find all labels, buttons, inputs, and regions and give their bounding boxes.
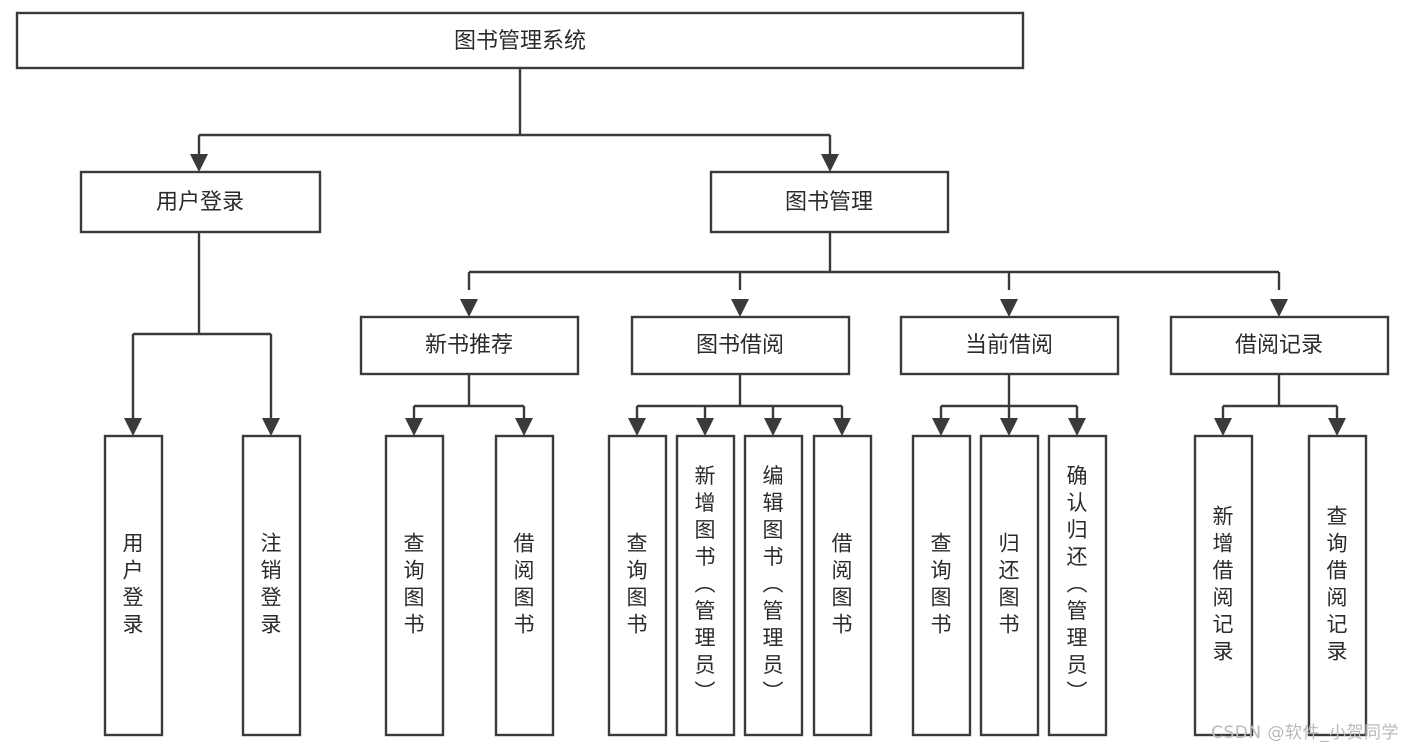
arrow-current-borrow-leaf-3 [1068,418,1086,436]
arrow-to-book-borrow [731,299,749,317]
leaf-new-book-query[interactable]: 查询图书 [384,434,445,737]
node-new-book-recommend-label: 新书推荐 [425,333,513,358]
leaf-new-book-borrow[interactable]: 借阅图书 [494,434,555,737]
leaf-book-borrow-edit-label: 编辑图书︵管理员︶ [763,464,784,704]
arrow-user-login-leaf-1 [124,418,142,436]
arrow-to-new-book-recommend [460,299,478,317]
leaf-book-borrow-edit[interactable]: 编辑图书︵管理员︶ [743,434,804,737]
leaf-book-borrow-borrow-label: 借阅图书 [832,532,853,637]
node-new-book-recommend[interactable]: 新书推荐 [359,315,580,376]
leaf-current-borrow-return-label: 归还图书 [999,532,1020,637]
leaf-user-login-logout-label: 注销登录 [261,532,282,637]
leaf-book-borrow-query-label: 查询图书 [627,532,648,637]
node-book-borrow[interactable]: 图书借阅 [630,315,851,376]
node-borrow-record[interactable]: 借阅记录 [1169,315,1390,376]
node-root-system-label: 图书管理系统 [454,29,586,54]
leaf-book-borrow-query[interactable]: 查询图书 [607,434,668,737]
node-book-manage[interactable]: 图书管理 [709,170,950,234]
leaf-current-borrow-query-label: 查询图书 [931,532,952,637]
node-book-borrow-label: 图书借阅 [696,333,784,358]
arrow-book-borrow-leaf-2 [696,418,714,436]
arrow-to-current-borrow [1000,299,1018,317]
arrow-user-login-leaf-2 [262,418,280,436]
leaf-current-borrow-return[interactable]: 归还图书 [979,434,1040,737]
leaf-borrow-record-query[interactable]: 查询借阅记录 [1307,434,1368,737]
leaf-current-borrow-confirm[interactable]: 确认归还︵管理员︶ [1047,434,1108,737]
connector-layer [124,68,1346,436]
node-root-system[interactable]: 图书管理系统 [15,11,1025,70]
arrow-book-borrow-leaf-1 [628,418,646,436]
arrow-root-to-user-login [190,154,208,172]
node-book-manage-label: 图书管理 [785,190,873,215]
leaf-current-borrow-query[interactable]: 查询图书 [911,434,972,737]
leaf-borrow-record-query-label: 查询借阅记录 [1327,505,1348,664]
arrow-new-book-leaf-2 [515,418,533,436]
node-user-login-label: 用户登录 [156,190,244,215]
arrow-book-borrow-leaf-3 [764,418,782,436]
csdn-watermark: CSDN @软件_小贺同学 [1211,723,1399,743]
leaf-borrow-record-add-label: 新增借阅记录 [1213,505,1234,664]
node-current-borrow[interactable]: 当前借阅 [899,315,1120,376]
arrow-current-borrow-leaf-1 [932,418,950,436]
arrow-borrow-record-leaf-2 [1328,418,1346,436]
leaf-new-book-borrow-label: 借阅图书 [514,532,535,637]
arrow-current-borrow-leaf-2 [1000,418,1018,436]
arrow-root-to-book-manage [821,154,839,172]
leaf-new-book-query-label: 查询图书 [404,532,425,637]
leaf-user-login-logout[interactable]: 注销登录 [241,434,302,737]
node-user-login[interactable]: 用户登录 [79,170,322,234]
leaf-borrow-record-add[interactable]: 新增借阅记录 [1193,434,1254,737]
arrow-borrow-record-leaf-1 [1214,418,1232,436]
arrow-to-borrow-record [1270,299,1288,317]
arrow-book-borrow-leaf-4 [833,418,851,436]
leaf-current-borrow-confirm-label: 确认归还︵管理员︶ [1067,464,1088,704]
arrow-new-book-leaf-1 [405,418,423,436]
node-current-borrow-label: 当前借阅 [965,333,1053,358]
leaf-user-login-login-label: 用户登录 [123,532,144,637]
leaf-book-borrow-add-label: 新增图书︵管理员︶ [695,464,716,704]
leaf-book-borrow-add[interactable]: 新增图书︵管理员︶ [675,434,736,737]
leaf-book-borrow-borrow[interactable]: 借阅图书 [812,434,873,737]
leaf-user-login-login[interactable]: 用户登录 [103,434,164,737]
node-borrow-record-label: 借阅记录 [1235,333,1323,358]
